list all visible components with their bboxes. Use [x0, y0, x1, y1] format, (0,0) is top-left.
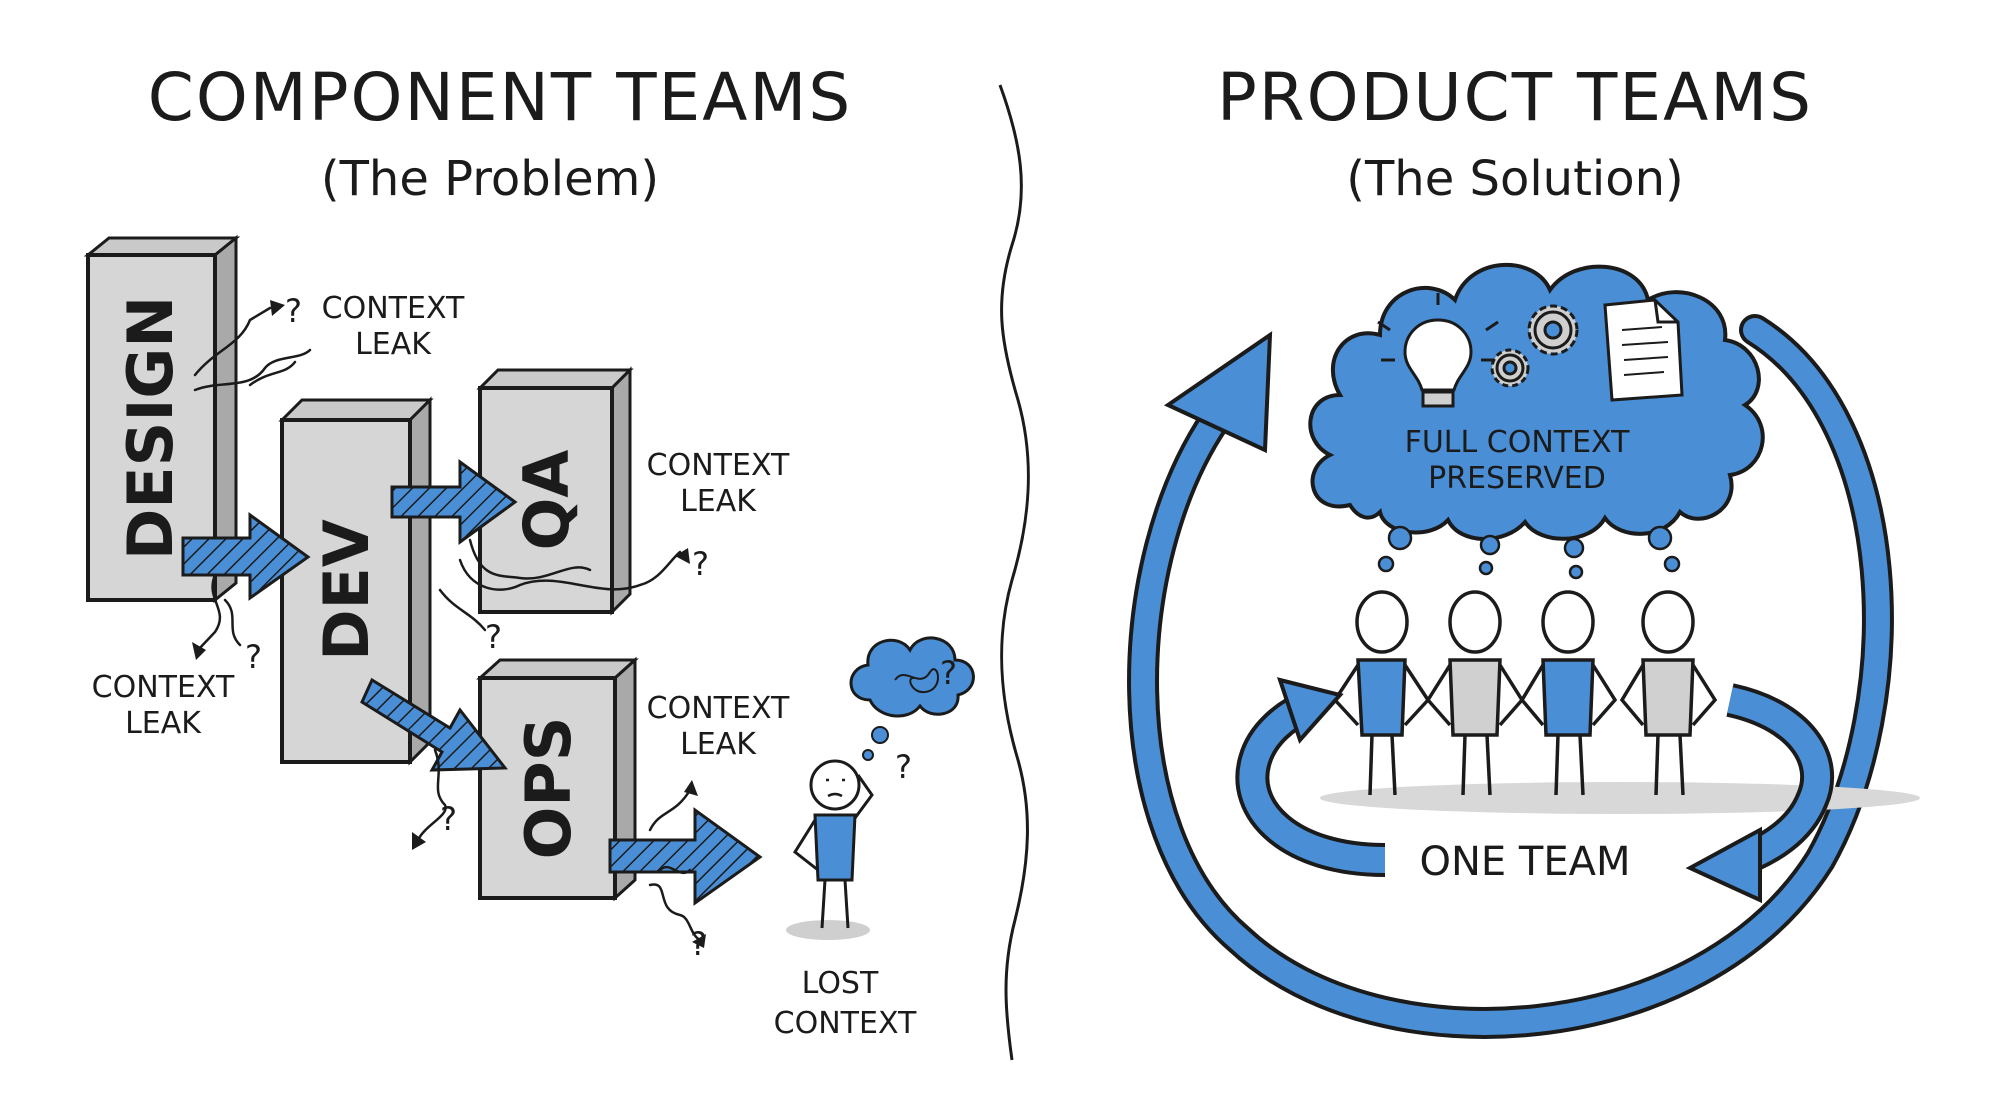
team-member-3 [1519, 590, 1618, 796]
confused-person [786, 759, 874, 940]
svg-text:LEAK: LEAK [125, 706, 202, 741]
context-cloud: FULL CONTEXT PRESERVED [1308, 262, 1765, 541]
svg-text:?: ? [692, 545, 709, 583]
right-subtitle: (The Solution) [1346, 151, 1684, 207]
question-mark: ? [285, 292, 302, 330]
svg-text:LEAK: LEAK [680, 484, 757, 519]
team-member-2 [1425, 590, 1525, 796]
svg-text:?: ? [690, 925, 707, 963]
svg-text:?: ? [485, 618, 502, 656]
inner-arrow-left [1235, 677, 1386, 877]
loop-arrow-large [1127, 314, 1894, 1039]
document-icon [1603, 298, 1684, 402]
handoff-arrow-design-dev [181, 512, 311, 601]
divider-squiggle [998, 84, 1030, 1061]
silo-label-design: DESIGN [114, 296, 187, 560]
gears-icon [1490, 304, 1579, 388]
team-members [1320, 590, 1920, 814]
team-member-1 [1332, 590, 1431, 796]
leak-label-design-bottom: CONTEXT LEAK ? [92, 638, 262, 741]
team-member-4 [1619, 590, 1718, 796]
cloud-label-line2: PRESERVED [1428, 461, 1606, 496]
leak-label-design: ? CONTEXT LEAK [285, 291, 465, 362]
right-panel: PRODUCT TEAMS (The Solution) [1127, 59, 1920, 1039]
svg-text:CONTEXT: CONTEXT [322, 291, 465, 326]
svg-text:?: ? [440, 800, 457, 838]
svg-text:?: ? [895, 748, 912, 786]
svg-text:LEAK: LEAK [680, 727, 757, 762]
silo-label-qa: QA [510, 450, 583, 551]
right-title: PRODUCT TEAMS [1217, 59, 1813, 136]
svg-text:LEAK: LEAK [355, 327, 432, 362]
thought-bubbles [1377, 525, 1681, 580]
leak-label-qa: CONTEXT LEAK ? ? [485, 448, 790, 656]
svg-text:CONTEXT: CONTEXT [647, 448, 790, 483]
one-team-label: ONE TEAM [1420, 839, 1631, 885]
lightbulb-icon [1377, 293, 1499, 408]
svg-text:CONTEXT: CONTEXT [92, 670, 235, 705]
left-title: COMPONENT TEAMS [148, 59, 852, 136]
cloud-label-line1: FULL CONTEXT [1405, 425, 1630, 460]
svg-text:?: ? [940, 654, 957, 692]
svg-text:?: ? [245, 638, 262, 676]
leak-label-ops: CONTEXT LEAK ? ? [440, 691, 790, 963]
silo-ops: OPS [476, 656, 639, 902]
handoff-arrow-dev-qa [390, 459, 518, 545]
silo-label-dev: DEV [310, 519, 383, 661]
silo-label-ops: OPS [512, 717, 585, 860]
svg-text:CONTEXT: CONTEXT [647, 691, 790, 726]
left-subtitle: (The Problem) [321, 151, 659, 207]
inner-arrow-right [1685, 683, 1835, 904]
silo-design: DESIGN [83, 234, 241, 604]
handoff-arrow-dev-ops [360, 677, 508, 772]
confused-thought-cloud: ? ? [849, 636, 975, 786]
left-panel: COMPONENT TEAMS (The Problem) DESIGN DEV… [83, 59, 975, 1041]
lost-context-line1: LOST [802, 966, 879, 1001]
lost-context-line2: CONTEXT [774, 1006, 917, 1041]
leak-squiggles [193, 306, 702, 942]
handoff-arrow-ops-out [608, 807, 763, 906]
